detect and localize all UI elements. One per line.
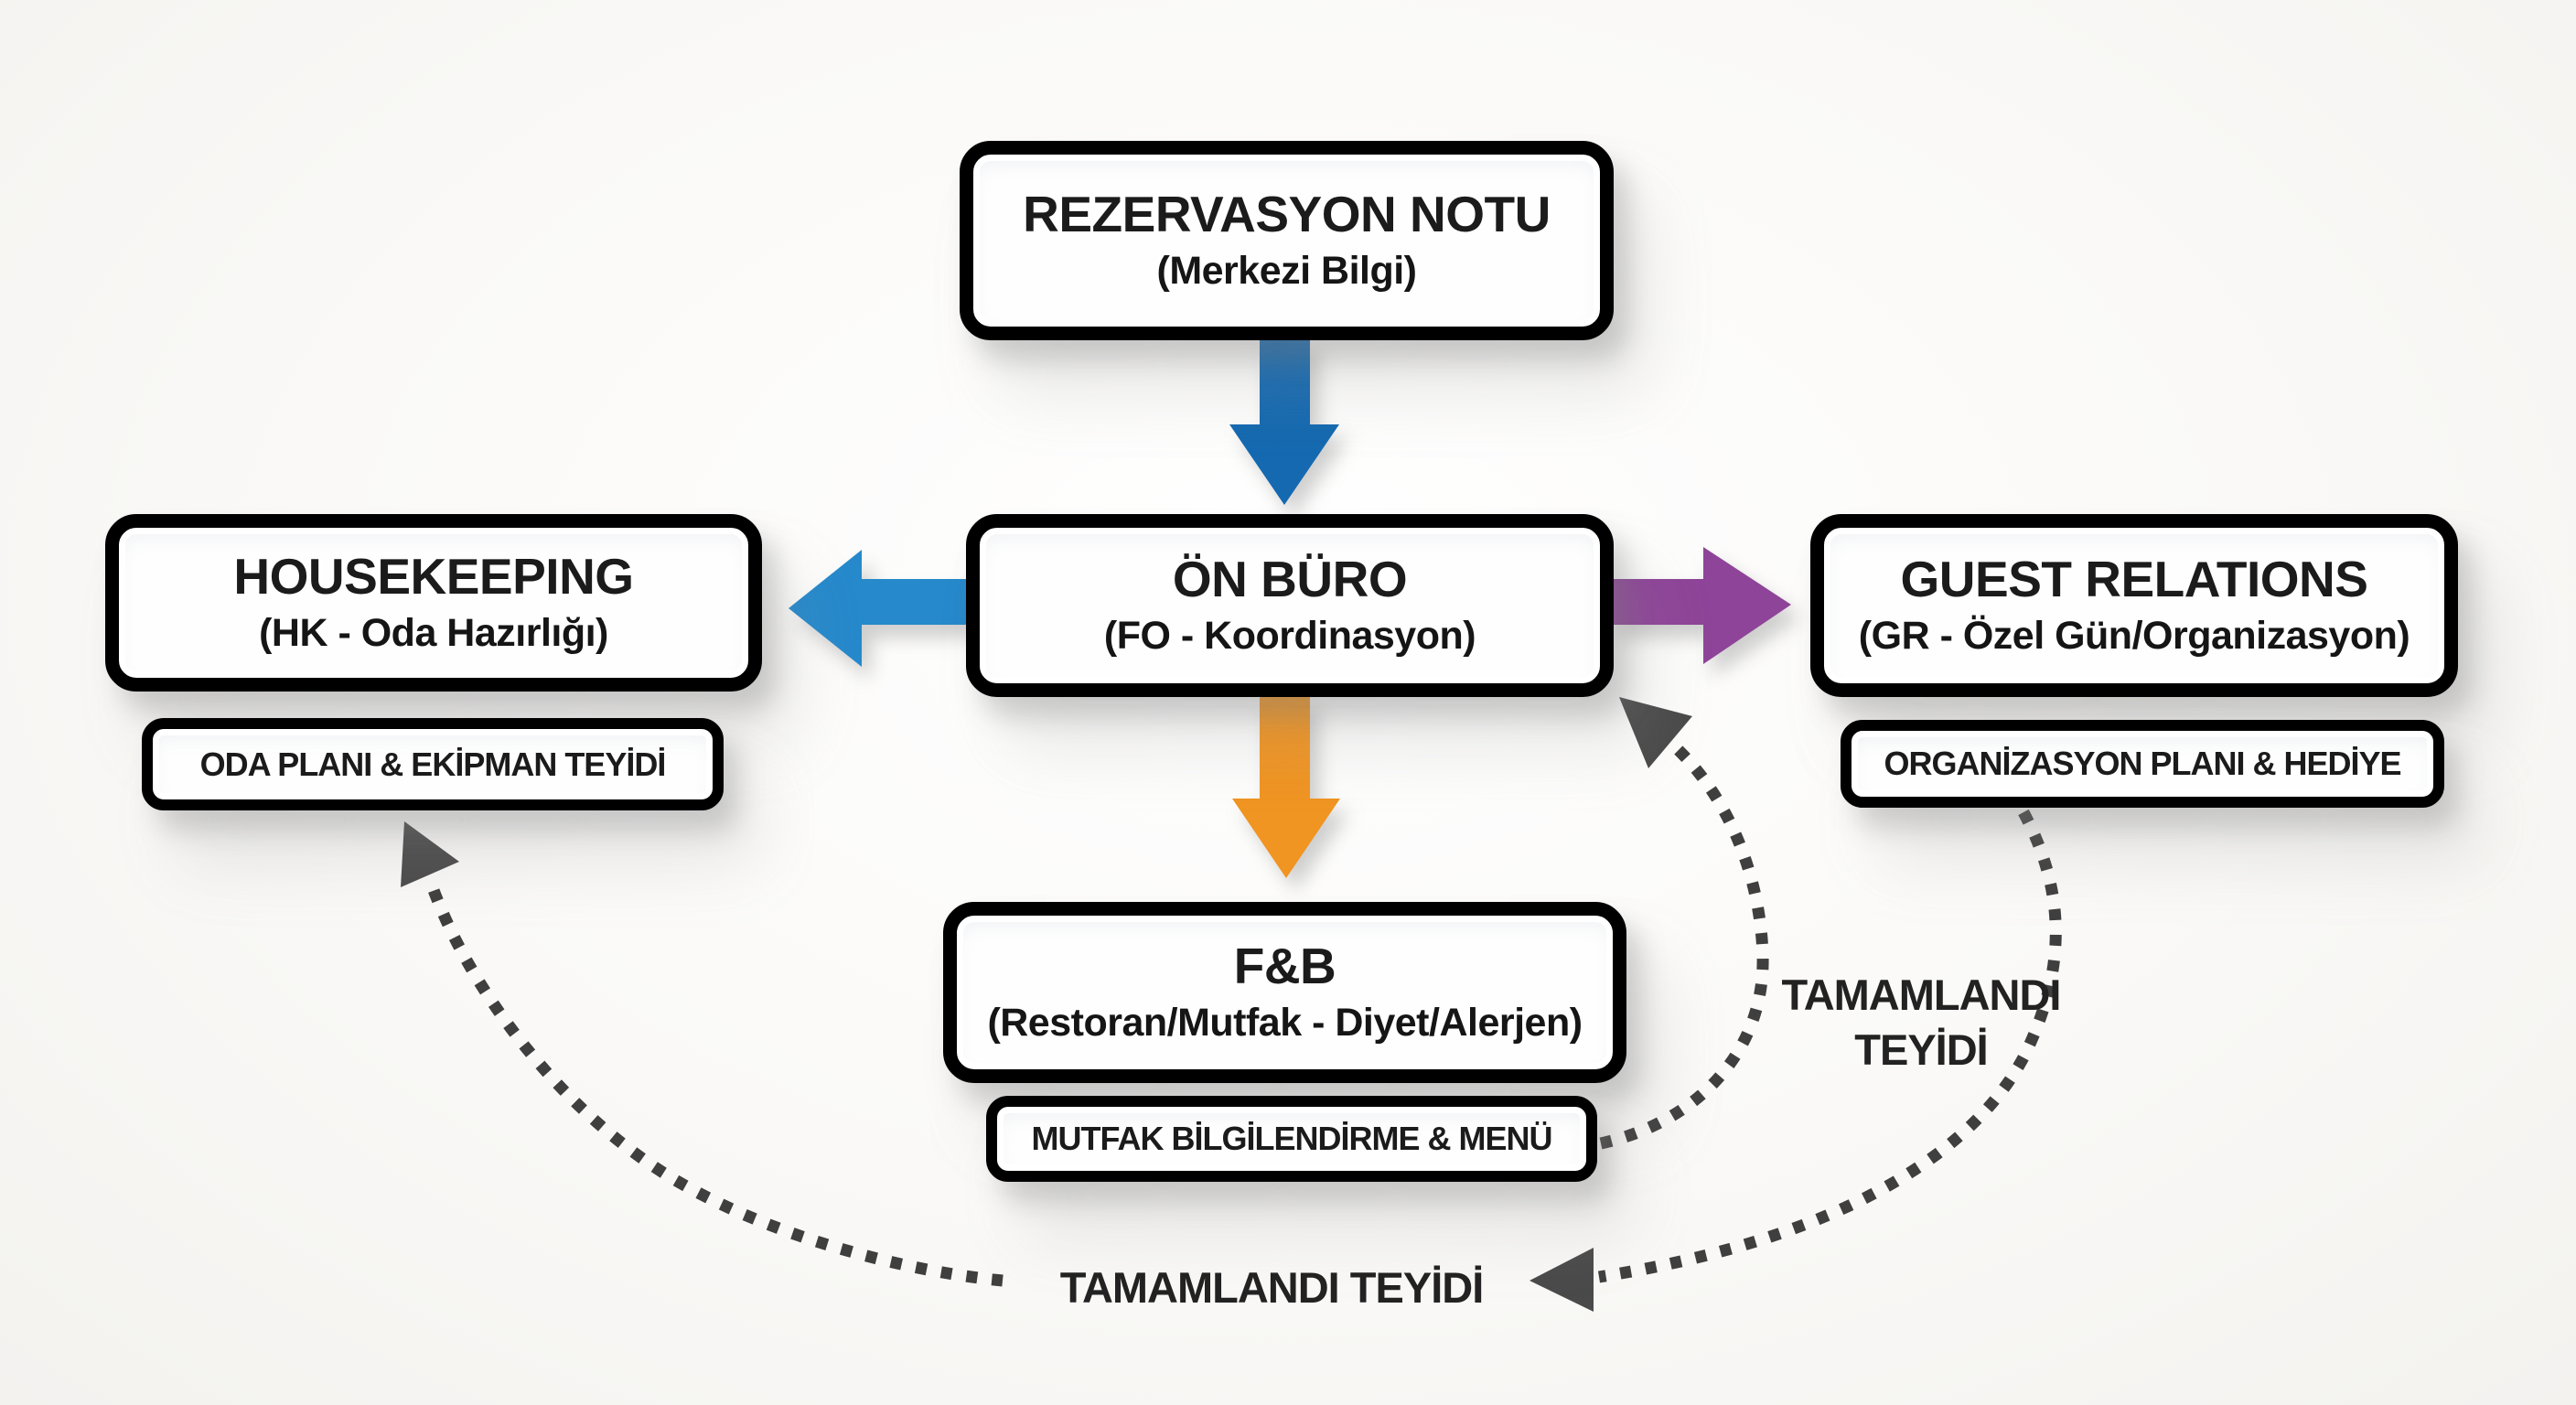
node-housekeeping: HOUSEKEEPING (HK - Oda Hazırlığı) — [105, 514, 762, 692]
node-food-and-beverage: F&B (Restoran/Mutfak - Diyet/Alerjen) — [943, 902, 1626, 1083]
node-subtitle: (Restoran/Mutfak - Diyet/Alerjen) — [987, 1001, 1583, 1046]
node-fnb-task: MUTFAK BİLGİLENDİRME & MENÜ — [986, 1096, 1597, 1182]
label-completed-confirmation-bottom: TAMAMLANDI TEYİDİ — [1059, 1263, 1485, 1312]
node-subtitle: (HK - Oda Hazırlığı) — [259, 611, 608, 656]
feedback-curve-bottom-to-housekeeping — [424, 877, 1004, 1287]
task-label: ODA PLANI & EKİPMAN TEYİDİ — [199, 745, 667, 783]
node-guest-relations: GUEST RELATIONS (GR - Özel Gün/Organizas… — [1810, 514, 2458, 697]
node-front-office: ÖN BÜRO (FO - Koordinasyon) — [966, 514, 1614, 697]
dotted-feedback-group — [401, 697, 2062, 1312]
arrow-frontoffice-to-fnb-icon — [1232, 697, 1340, 878]
node-title: ÖN BÜRO — [1172, 551, 1408, 608]
node-title: REZERVASYON NOTU — [1023, 186, 1551, 243]
node-housekeeping-task: ODA PLANI & EKİPMAN TEYİDİ — [142, 718, 724, 810]
arrow-frontoffice-to-guestrelations-icon — [1612, 547, 1791, 664]
node-subtitle: (Merkezi Bilgi) — [1156, 249, 1418, 294]
node-guest-relations-task: ORGANİZASYON PLANI & HEDİYE — [1841, 720, 2444, 808]
feedback-curve-fnb-to-frontoffice — [1599, 736, 1769, 1150]
arrowhead-housekeeping-confirmation-icon — [401, 821, 459, 887]
task-label: ORGANİZASYON PLANI & HEDİYE — [1884, 745, 2401, 782]
node-subtitle: (FO - Koordinasyon) — [1103, 614, 1476, 659]
label-completed-confirmation-right: TAMAMLANDI TEYİDİ — [1781, 971, 2061, 1075]
arrowhead-bottom-confirmation-icon — [1530, 1248, 1594, 1312]
task-label: MUTFAK BİLGİLENDİRME & MENÜ — [1031, 1120, 1553, 1157]
node-subtitle: (GR - Özel Gün/Organizasyon) — [1858, 614, 2410, 659]
solid-arrow-group — [789, 339, 1791, 878]
arrow-frontoffice-to-housekeeping-icon — [789, 550, 968, 667]
arrow-reservation-to-frontoffice-icon — [1229, 339, 1339, 505]
arrowhead-fnb-to-frontoffice-icon — [1619, 697, 1692, 768]
node-title: HOUSEKEEPING — [233, 548, 634, 606]
node-title: F&B — [1233, 938, 1336, 995]
node-reservation-note: REZERVASYON NOTU (Merkezi Bilgi) — [960, 141, 1614, 340]
node-title: GUEST RELATIONS — [1900, 551, 2368, 608]
feedback-curve-guestrelations-to-bottom — [1597, 809, 2062, 1283]
